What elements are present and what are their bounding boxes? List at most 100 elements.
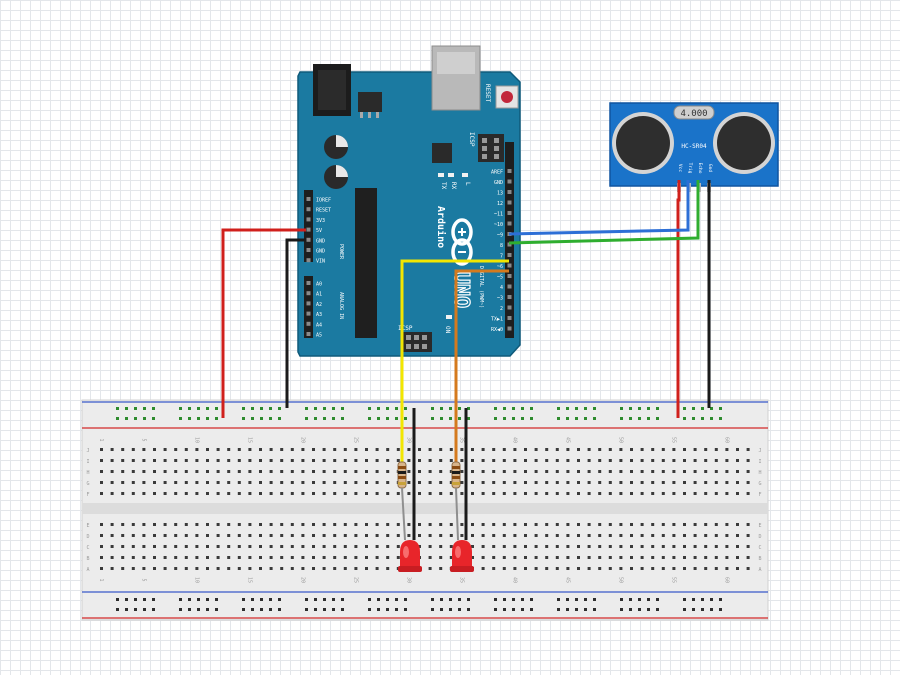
- usb-chip: [432, 143, 452, 163]
- wire-led1-yellow: [400, 259, 509, 462]
- row-letter: A: [758, 567, 761, 573]
- header-pin: [507, 263, 512, 268]
- power-group-label: POWER: [338, 244, 344, 260]
- pin-label: 8: [500, 243, 503, 249]
- header-pin: [507, 253, 512, 257]
- column-number: 35: [458, 437, 464, 443]
- analog-group-label: ANALOG IN: [338, 292, 344, 319]
- column-number: 10: [193, 577, 199, 583]
- row-letter: C: [86, 545, 89, 551]
- icsp-label: ICSP: [398, 325, 413, 332]
- atmega-chip: [355, 188, 377, 338]
- pin-label: GND: [316, 238, 325, 244]
- pin-label: ~5: [497, 275, 503, 281]
- column-number: 40: [511, 437, 517, 443]
- column-number: 50: [617, 577, 623, 583]
- header-pin: [306, 197, 311, 201]
- column-number: 60: [723, 577, 729, 583]
- row-letter: A: [86, 567, 89, 573]
- column-number: 60: [723, 437, 729, 443]
- column-number: 30: [405, 437, 411, 443]
- pin-label: 4: [500, 285, 503, 291]
- pin-label: 5V: [316, 228, 322, 234]
- header-pin: [306, 248, 311, 252]
- l-label: L: [464, 182, 471, 186]
- column-number: 55: [670, 437, 676, 443]
- pin-label: TX▶1: [491, 317, 503, 323]
- pin-label: ~9: [497, 233, 503, 239]
- sensor-model-label: HC-SR04: [681, 143, 707, 150]
- column-number: 10: [193, 437, 199, 443]
- header-pin: [306, 332, 311, 336]
- pin-label: 2: [500, 306, 503, 312]
- header-pin: [507, 211, 512, 215]
- column-number: 45: [564, 437, 570, 443]
- header-pin: [306, 281, 311, 285]
- on-label: ON: [444, 326, 451, 334]
- on-led: [446, 315, 452, 319]
- column-number: 45: [564, 577, 570, 583]
- pin-label: A2: [316, 302, 322, 308]
- resistor-2: [451, 461, 461, 541]
- row-letter: J: [86, 448, 89, 454]
- column-number: 25: [352, 577, 358, 583]
- arduino-logo-text: Arduino: [435, 206, 447, 248]
- header-pin: [306, 258, 311, 263]
- column-number: 55: [670, 577, 676, 583]
- l-led: [462, 173, 468, 177]
- header-pin: [306, 207, 311, 212]
- column-number: 1: [98, 578, 104, 581]
- wires: [221, 180, 711, 540]
- row-letter: H: [86, 470, 89, 476]
- column-number: 20: [299, 577, 305, 583]
- dc-power-jack-inner: [318, 70, 346, 110]
- arduino-board: [297, 71, 521, 357]
- pin-label: 13: [497, 191, 503, 197]
- transducer-right: [717, 116, 771, 170]
- regulator-pin: [368, 112, 371, 118]
- pin-label: ~6: [497, 264, 503, 270]
- header-pin: [507, 179, 512, 184]
- column-number: 25: [352, 437, 358, 443]
- column-number: 1: [98, 438, 104, 441]
- crystal-label: 4.000: [680, 109, 707, 119]
- rx-label: RX: [450, 182, 457, 190]
- breadboard-terminal-holes: [100, 448, 750, 570]
- row-letter: B: [86, 556, 89, 562]
- breadboard: 1155101015152020252530303535404045455050…: [81, 399, 769, 621]
- column-number: 20: [299, 437, 305, 443]
- transducer-left: [616, 116, 670, 170]
- led-2: [450, 540, 474, 572]
- sensor-pin-label: Echo: [697, 163, 703, 174]
- regulator-pin: [376, 112, 379, 118]
- header-pin: [306, 321, 311, 326]
- pin-label: A1: [316, 292, 322, 298]
- resistor-1: [397, 461, 407, 541]
- header-pin: [507, 200, 512, 205]
- header-pin: [507, 242, 512, 247]
- pin-label: A5: [316, 333, 322, 339]
- row-letter: D: [758, 534, 761, 540]
- pin-label: A4: [316, 322, 322, 328]
- row-letter: F: [86, 492, 89, 498]
- header-pin: [507, 316, 512, 320]
- pin-label: VIN: [316, 259, 325, 265]
- row-letter: J: [758, 448, 761, 454]
- pin-label: IOREF: [316, 198, 331, 204]
- row-letter: D: [86, 534, 89, 540]
- pin-label: AREF: [491, 170, 503, 176]
- wire-5v-red: [221, 228, 306, 418]
- reset-button-cap[interactable]: [501, 91, 513, 103]
- wire-gnd-black: [285, 238, 306, 408]
- led-1: [398, 540, 422, 572]
- column-number: 15: [246, 437, 252, 443]
- header-pin: [306, 291, 311, 296]
- row-letter: I: [86, 459, 89, 465]
- arduino-infinity-logo: [451, 218, 473, 266]
- pin-label: RESET: [316, 208, 331, 214]
- row-letter: E: [86, 523, 89, 529]
- digital-header: [505, 142, 514, 338]
